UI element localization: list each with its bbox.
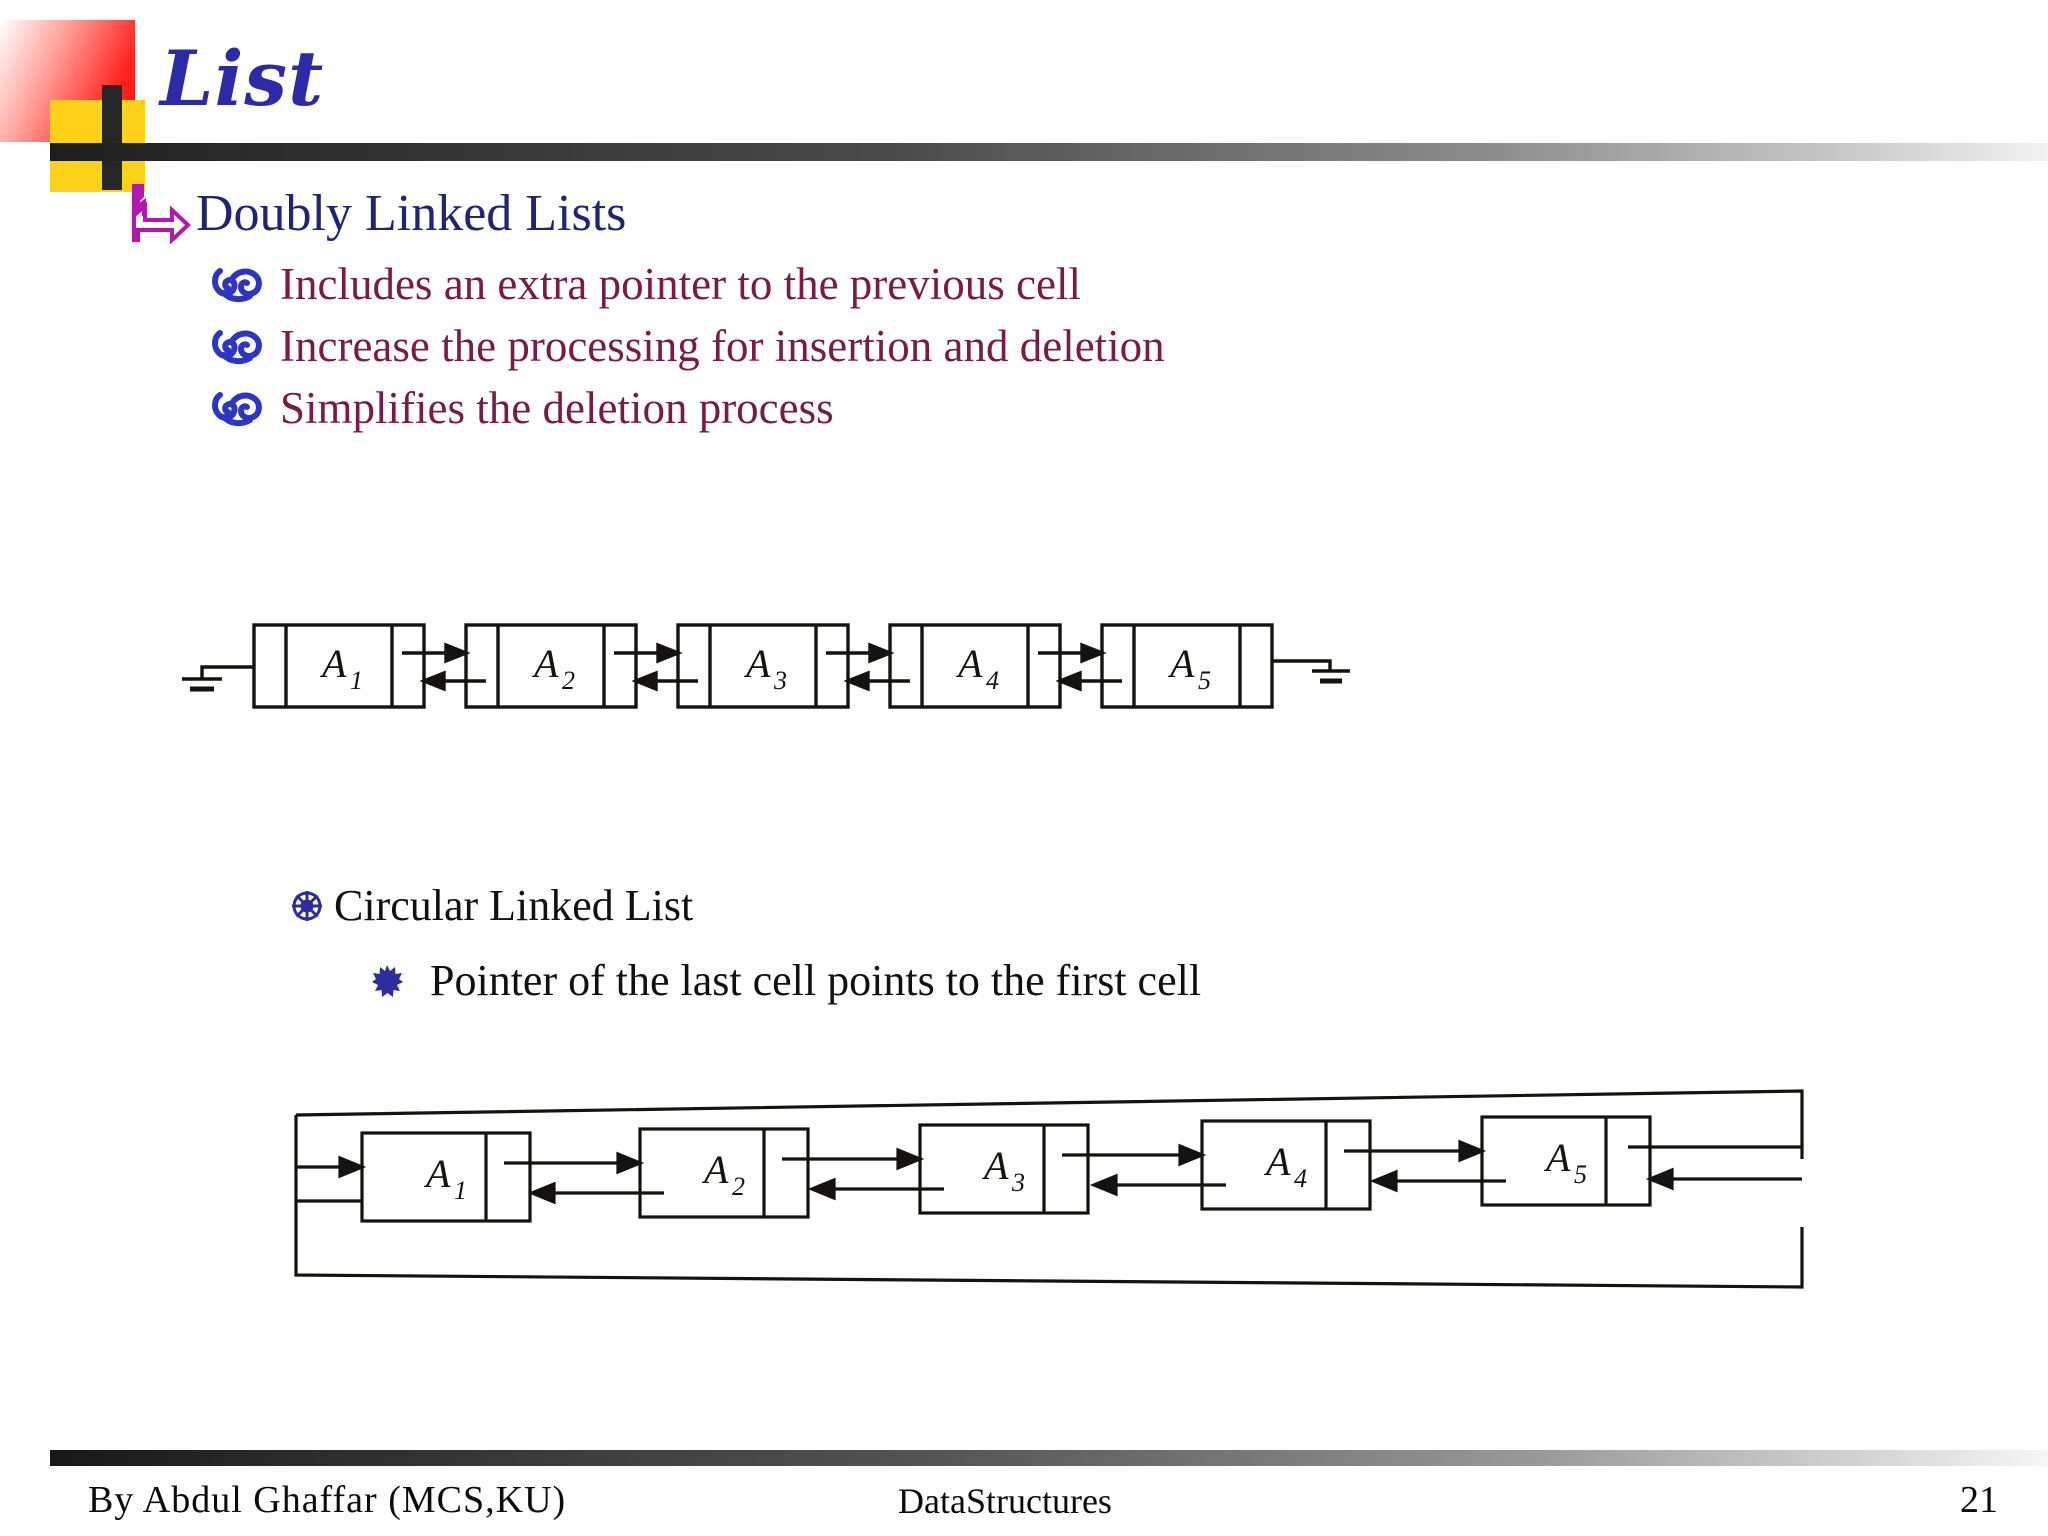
circular-sub-label: Pointer of the last cell points to the f… (430, 956, 1202, 1005)
list-item-label: Increase the processing for insertion an… (280, 321, 1165, 371)
list-item-label: Simplifies the deletion process (280, 383, 834, 433)
node-sublabel: 5 (1574, 1160, 1587, 1189)
node-sublabel: 1 (350, 666, 363, 695)
horizontal-rule-decoration (50, 143, 2048, 161)
node-sublabel: 1 (454, 1176, 467, 1205)
footer-course: DataStructures (898, 1481, 1112, 1521)
list-item-0: Includes an extra pointer to the previou… (210, 258, 1081, 310)
circular-linked-list-diagram: A 1 A 2 A 3 A 4 A 5 (290, 1075, 1830, 1325)
node-label: A (701, 1147, 729, 1192)
vertical-bar-decoration (102, 85, 122, 190)
heading-circular-linked-list: Circular Linked List (290, 880, 693, 931)
node-label: A (1167, 641, 1195, 686)
node-sublabel: 5 (1198, 666, 1211, 695)
page-title: List (160, 34, 325, 123)
list-item-2: Simplifies the deletion process (210, 382, 834, 434)
footer-divider (50, 1450, 2048, 1466)
arrow-bullet-icon (132, 182, 192, 244)
node-sublabel: 2 (562, 666, 575, 695)
footer-page-number: 21 (1960, 1479, 1998, 1521)
heading-doubly-linked-lists: Doubly Linked Lists (132, 182, 626, 244)
node-label: A (743, 641, 771, 686)
node-sublabel: 4 (986, 666, 999, 695)
star-bullet-icon (370, 964, 404, 998)
node-label: A (319, 641, 347, 686)
node-label: A (531, 641, 559, 686)
circular-sub-item: Pointer of the last cell points to the f… (370, 955, 1201, 1006)
node-label: A (955, 641, 983, 686)
node-sublabel: 3 (773, 666, 787, 695)
wheel-bullet-icon (290, 889, 324, 923)
node-label: A (1263, 1139, 1291, 1184)
list-item-label: Includes an extra pointer to the previou… (280, 259, 1081, 309)
swirl-bullet-icon (210, 387, 264, 429)
swirl-bullet-icon (210, 263, 264, 305)
footer-author: By Abdul Ghaffar (MCS,KU) (88, 1479, 567, 1521)
node-label: A (423, 1151, 451, 1196)
node-label: A (981, 1143, 1009, 1188)
node-sublabel: 2 (732, 1172, 745, 1201)
node-label: A (1543, 1135, 1571, 1180)
node-sublabel: 4 (1294, 1164, 1307, 1193)
circular-heading-label: Circular Linked List (334, 881, 694, 930)
list-item-1: Increase the processing for insertion an… (210, 320, 1165, 372)
swirl-bullet-icon (210, 325, 264, 367)
doubly-linked-list-diagram: A 1 A 2 A 3 A 4 A 5 (170, 605, 1590, 755)
node-sublabel: 3 (1011, 1168, 1025, 1197)
heading-label: Doubly Linked Lists (196, 184, 627, 242)
